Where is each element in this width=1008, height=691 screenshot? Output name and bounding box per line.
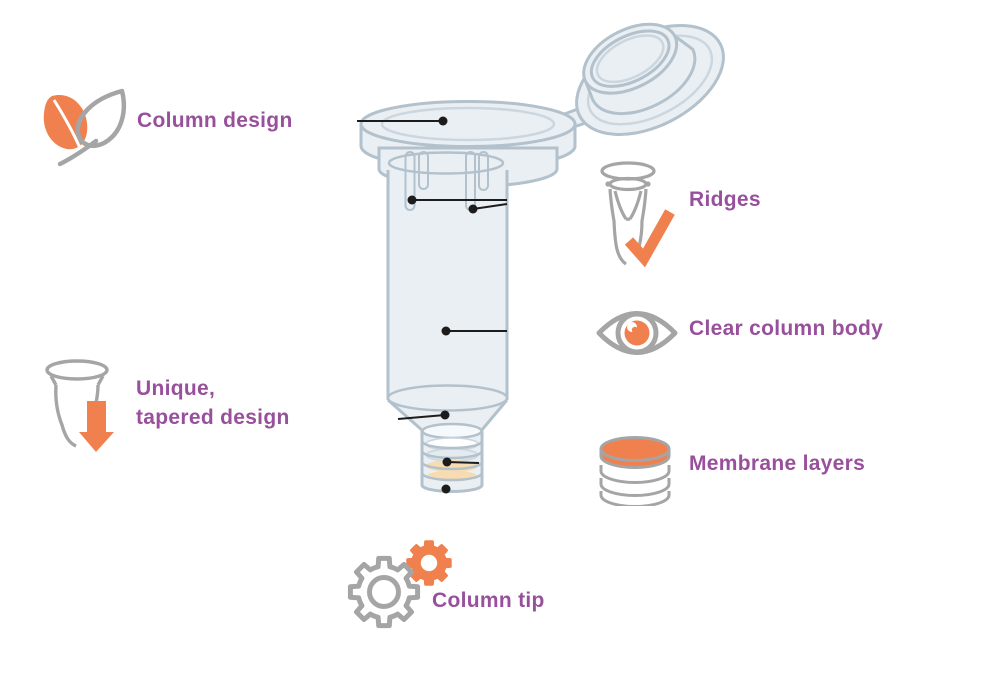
leaf-icon [43,88,127,167]
callout-markers [357,116,508,494]
clear-column-body-label: Clear column body [689,317,884,340]
large-gray-gear [350,558,417,625]
column-design-label: Column design [137,109,293,132]
callout-ridge-2 [468,203,508,214]
membrane-layers-label: Membrane layers [689,452,866,475]
callout-taper [397,410,450,420]
column-body-outline [386,170,509,433]
eye-icon [596,311,678,355]
ridged-tube-check-icon [600,161,675,268]
unique-line-1: Unique, [136,377,216,400]
callout-rim [357,116,448,126]
column-tip-section [420,422,484,493]
membrane-discs-icon [599,436,671,506]
small-orange-gear [406,540,452,586]
ridges-label: Ridges [689,188,761,211]
callout-body [441,326,507,336]
unique-line-2: tapered design [136,406,290,429]
unique-tapered-design-label: Unique, tapered design [136,374,290,432]
flip-cap [575,22,725,136]
gears-icon [336,540,452,640]
callout-membrane [442,457,480,467]
callout-ridge-1 [407,195,507,205]
callout-tip [441,484,451,494]
column-tip-label: Column tip [432,589,545,612]
tapered-tube-arrow-icon [45,359,114,452]
column-mouth [387,151,505,175]
